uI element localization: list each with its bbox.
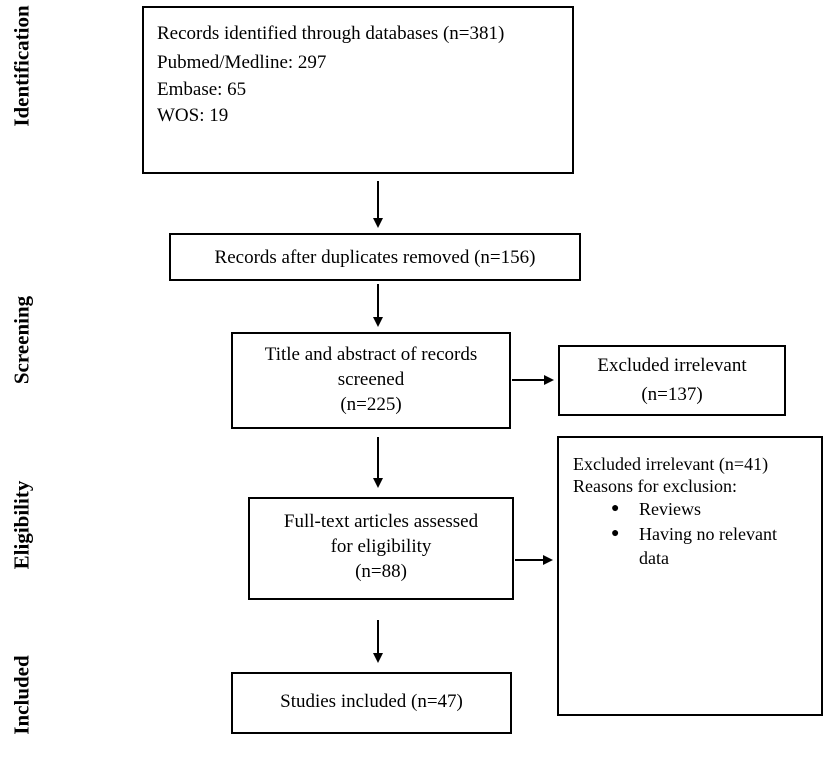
- fulltext-assessed-box: Full-text articles assessed for eligibil…: [248, 497, 514, 600]
- fulltext-line-2: for eligibility: [330, 536, 432, 557]
- screened-line-2: screened: [337, 369, 405, 390]
- records-identified-box: Records identified through databases (n=…: [142, 6, 574, 174]
- records-screened-box: Title and abstract of records screened (…: [231, 332, 511, 429]
- records-identified-title: Records identified through databases (n=…: [157, 23, 505, 44]
- reason-no-relevant-data-line-1: Having no relevant: [639, 524, 777, 544]
- excluded-fulltext-line-1: Excluded irrelevant (n=41): [573, 454, 769, 474]
- reason-reviews: Reviews: [639, 499, 701, 519]
- exclusion-reasons-heading: Reasons for exclusion:: [573, 476, 737, 496]
- screened-line-3: (n=225): [340, 394, 402, 415]
- bullet-icon: ●: [611, 501, 620, 516]
- screened-line-1: Title and abstract of records: [264, 344, 478, 365]
- pubmed-count: Pubmed/Medline: 297: [157, 52, 327, 73]
- duplicates-removed-box: Records after duplicates removed (n=156): [169, 233, 581, 281]
- studies-included-box: Studies included (n=47): [231, 672, 512, 734]
- duplicates-removed-label: Records after duplicates removed (n=156): [214, 247, 536, 268]
- studies-included-label: Studies included (n=47): [280, 691, 463, 712]
- excluded-screening-line-2: (n=137): [641, 384, 703, 405]
- embase-count: Embase: 65: [157, 79, 247, 100]
- fulltext-line-3: (n=88): [355, 561, 407, 582]
- excluded-fulltext-box: Excluded irrelevant (n=41) Reasons for e…: [557, 436, 823, 716]
- bullet-icon: ●: [611, 526, 620, 541]
- excluded-screening-box: Excluded irrelevant (n=137): [558, 345, 786, 416]
- wos-count: WOS: 19: [157, 105, 229, 126]
- excluded-screening-line-1: Excluded irrelevant: [597, 355, 747, 376]
- fulltext-line-1: Full-text articles assessed: [283, 511, 479, 532]
- reason-no-relevant-data-line-2: data: [639, 548, 669, 568]
